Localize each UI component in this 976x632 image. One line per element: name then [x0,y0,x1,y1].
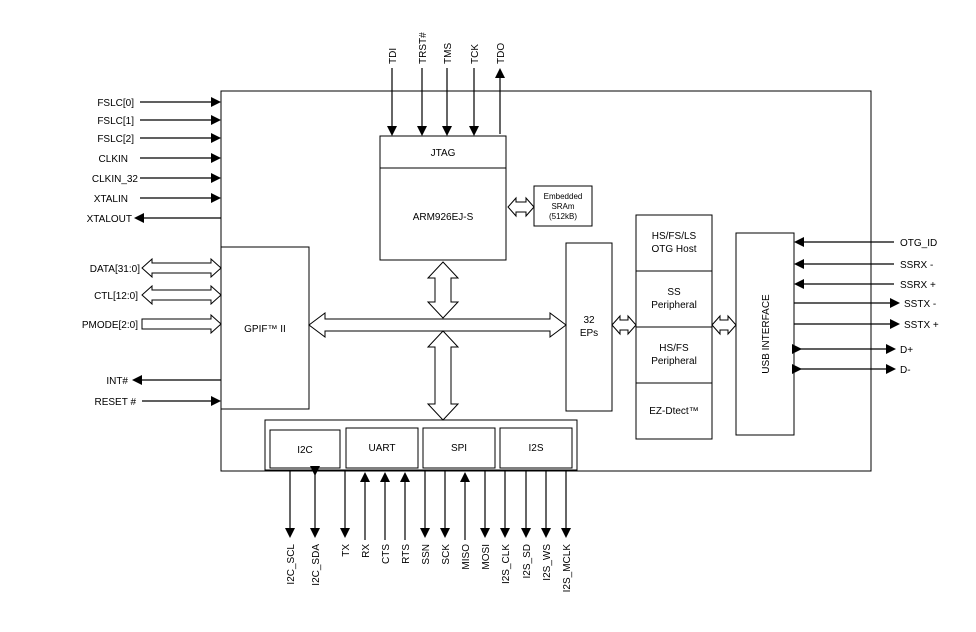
data-bus-label: DATA[31:0] [90,264,140,275]
eps-block [565,242,613,412]
ssrx-plus-pin-label: SSRX + [900,280,936,291]
i2c-sda-pin-label: I2C_SDA [311,544,322,586]
cts-pin-label: CTS [381,544,392,564]
sstx-plus-pin-label: SSTX + [904,320,939,331]
i2s-sd-pin-label: I2S_SD [522,544,533,578]
i2s-ws-pin-label: I2S_WS [542,544,553,581]
uart-block [345,427,419,469]
uart-label: UART [368,443,395,454]
peripheral-bus-vertical [426,330,460,421]
i2s-block [499,427,573,469]
hsfs-peripheral-block [635,326,713,384]
tx-pin-label: TX [341,544,352,557]
cpu-bus-vertical [426,261,460,319]
otg-host-block [635,214,713,272]
otg-id-pin-label: OTG_ID [900,238,937,249]
spi-label: SPI [451,443,467,454]
hsfs-label-1: HS/FS [659,343,689,354]
tdo-pin-label: TDO [496,43,507,64]
jtag-block [379,135,507,169]
dplus-pin-label: D+ [900,345,913,356]
usb-interface-bus [711,314,737,336]
ss-label-2: Peripheral [651,300,697,311]
i2s-label: I2S [528,443,543,454]
spi-block [422,427,496,469]
ss-label-1: SS [667,287,681,298]
eps-usb-bus [611,314,637,336]
i2c-scl-pin-label: I2C_SCL [286,544,297,585]
i2s-mclk-pin-label: I2S_MCLK [562,544,573,593]
int-pin-label: INT# [106,376,128,387]
eps-label-2: EPs [580,328,598,339]
i2s-clk-pin-label: I2S_CLK [501,544,512,584]
sck-pin-label: SCK [441,544,452,565]
rts-pin-label: RTS [401,544,412,564]
gpif-label: GPIF™ II [244,324,286,335]
hsfs-label-2: Peripheral [651,356,697,367]
ez-dtect-block [635,382,713,440]
dminus-pin-label: D- [900,365,911,376]
sram-label-1: Embedded [544,192,583,201]
i2c-block [269,429,341,469]
xtalin-pin-label: XTALIN [94,194,128,205]
main-horizontal-bus [308,312,567,338]
ctl-bus-arrow [141,284,222,306]
ssrx-minus-pin-label: SSRX - [900,260,933,271]
ctl-bus-label: CTL[12:0] [94,291,138,302]
sram-label-2: SRAm [551,202,574,211]
gpif-block [220,246,310,410]
usb-interface-block [735,232,795,436]
cpu-label: ARM926EJ-S [413,212,474,223]
miso-pin-label: MISO [461,544,472,570]
data-bus-arrow [141,257,222,279]
reset-pin-label: RESET # [95,397,137,408]
sstx-minus-pin-label: SSTX - [904,299,936,310]
eps-label-1: 32 [583,315,595,326]
jtag-label: JTAG [431,148,456,159]
rx-pin-label: RX [361,544,372,558]
fslc1-pin-label: FSLC[1] [97,116,134,127]
tdi-pin-label: TDI [388,48,399,64]
usb-interface-label: USB INTERFACE [761,294,772,374]
ez-dtect-label: EZ-Dtect™ [649,406,698,417]
cpu-block [379,167,507,261]
fslc2-pin-label: FSLC[2] [97,134,134,145]
fslc0-pin-label: FSLC[0] [97,98,134,109]
trst-pin-label: TRST# [418,32,429,64]
xtalout-pin-label: XTALOUT [87,214,132,225]
otg-label-1: HS/FS/LS [652,231,697,242]
tck-pin-label: TCK [470,44,481,64]
otg-label-2: OTG Host [651,244,696,255]
ss-peripheral-block [635,270,713,328]
sram-label-3: (512kB) [549,212,577,221]
pmode-bus-arrow [141,313,222,335]
pmode-bus-label: PMODE[2:0] [82,320,138,331]
sram-block [533,185,593,227]
cpu-sram-bus [507,196,535,218]
i2c-label: I2C [297,445,313,456]
clkin-pin-label: CLKIN [99,154,128,165]
clkin32-pin-label: CLKIN_32 [92,174,139,185]
mosi-pin-label: MOSI [481,544,492,570]
tms-pin-label: TMS [443,43,454,64]
ssn-pin-label: SSN [421,544,432,565]
